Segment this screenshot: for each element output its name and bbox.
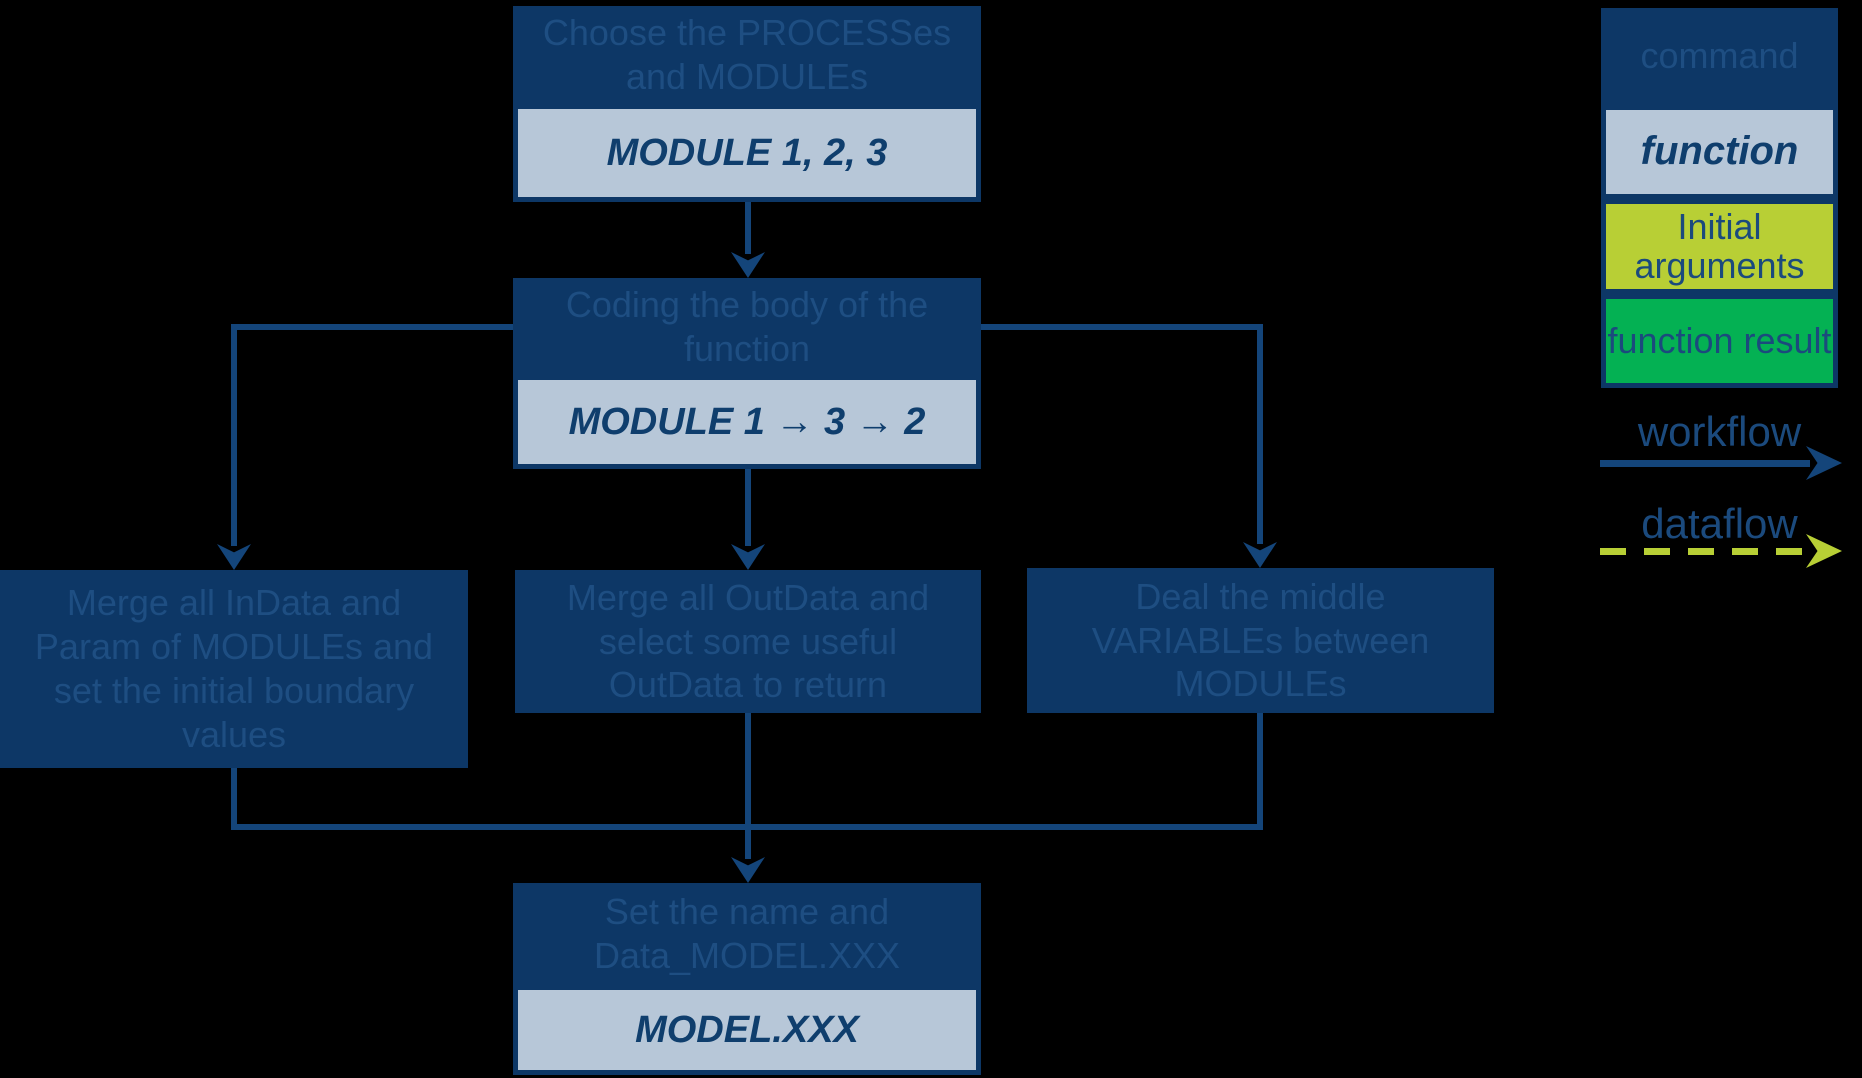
arrowhead-down-icon <box>731 544 765 570</box>
workflow-collector-left-drop <box>231 768 237 830</box>
legend-dataflow-label: dataflow <box>1641 500 1798 547</box>
command-label: Choose the PROCESSes and MODULEs <box>542 12 952 97</box>
function-label: MODEL.XXX <box>635 1008 859 1051</box>
legend-label: Initial arguments <box>1634 205 1805 286</box>
dataflow-arrow-sample <box>1600 548 1810 555</box>
legend-item-initial-arguments: Initial arguments <box>1601 199 1838 294</box>
workflow-final-vertical <box>745 713 751 859</box>
command-label: Merge all OutData and select some useful… <box>566 576 930 706</box>
command-label: Deal the middle VARIABLEs between MODULE… <box>1091 575 1430 705</box>
arrowhead-down-icon <box>217 544 251 570</box>
workflow-branch-right-vertical <box>1257 324 1263 544</box>
command-box-merge-indata: Merge all InData and Param of MODULEs an… <box>0 570 468 768</box>
workflow-arrow-sample <box>1600 460 1810 467</box>
command-box-merge-outdata: Merge all OutData and select some useful… <box>515 570 981 713</box>
function-box-module-order: MODULE 1 → 3 → 2 <box>513 375 981 469</box>
function-box-model-xxx: MODEL.XXX <box>513 985 981 1075</box>
arrowhead-down-icon <box>1243 542 1277 568</box>
command-box-choose: Choose the PROCESSes and MODULEs <box>513 6 981 104</box>
workflow-branch-left-horizontal <box>231 324 513 330</box>
workflow-branch-left-vertical <box>231 324 237 546</box>
legend-workflow-label: workflow <box>1637 408 1802 455</box>
workflow-branch-center-vertical <box>745 469 751 546</box>
function-box-modules: MODULE 1, 2, 3 <box>513 104 981 202</box>
function-label: MODULE 1 → 3 → 2 <box>568 400 926 443</box>
legend-label: command <box>1640 35 1799 77</box>
workflow-arrow-stem-top <box>745 202 751 254</box>
legend-label: function <box>1640 129 1799 174</box>
command-label: Merge all InData and Param of MODULEs an… <box>34 582 434 755</box>
command-box-deal-variables: Deal the middle VARIABLEs between MODULE… <box>1027 568 1494 713</box>
arrowhead-down-icon <box>731 252 765 278</box>
workflow-collector-right-drop <box>1257 713 1263 830</box>
workflow-branch-right-horizontal <box>981 324 1263 330</box>
legend-item-command: command <box>1601 8 1838 105</box>
command-box-set-name: Set the name and Data_MODEL.XXX <box>513 883 981 985</box>
legend-item-function: function <box>1601 105 1838 199</box>
command-label: Coding the body of the function <box>565 283 929 369</box>
function-label: MODULE 1, 2, 3 <box>606 131 888 174</box>
command-label: Set the name and Data_MODEL.XXX <box>593 891 901 976</box>
arrowhead-down-icon <box>731 857 765 883</box>
command-box-coding: Coding the body of the function <box>513 278 981 375</box>
legend-label: function result <box>1607 319 1832 361</box>
legend-item-function-result: function result <box>1601 294 1838 388</box>
